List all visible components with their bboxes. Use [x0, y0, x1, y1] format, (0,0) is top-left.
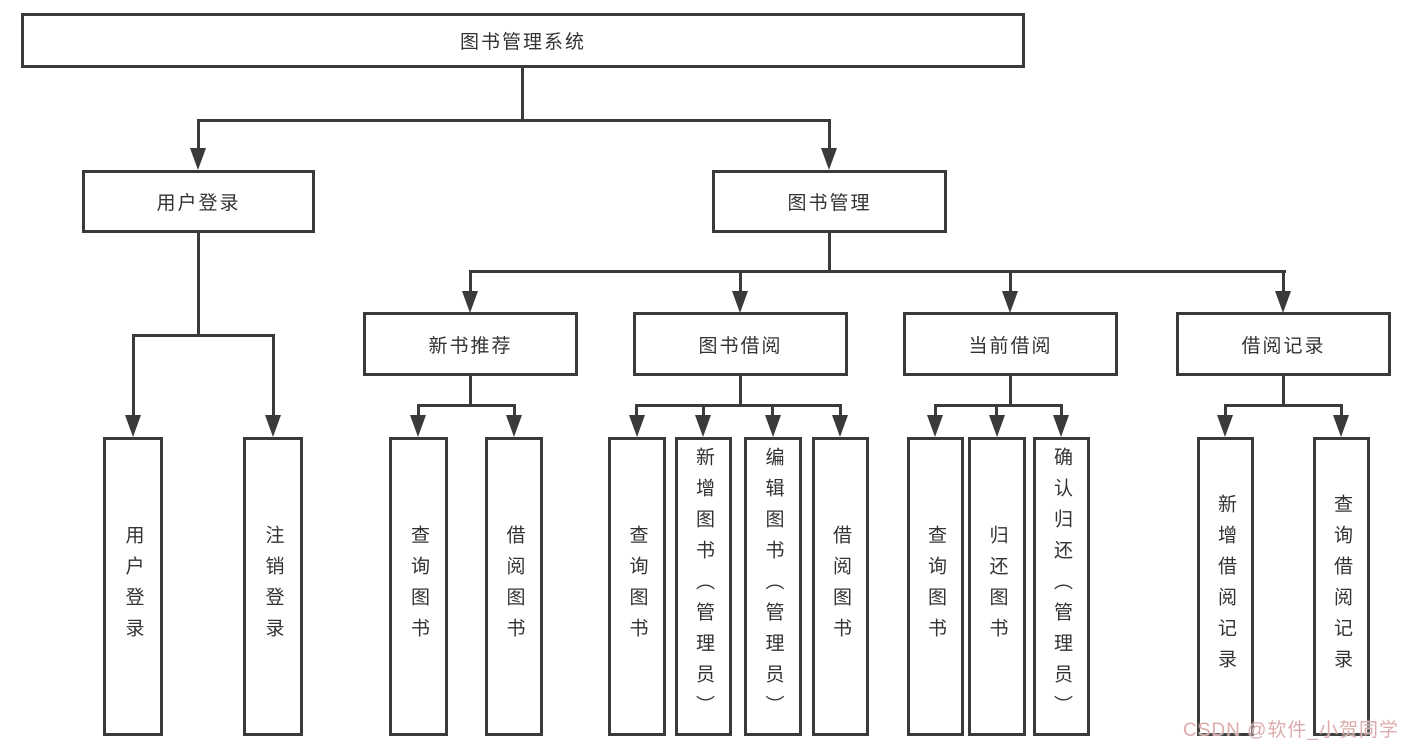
node-new-books: 新书推荐 [363, 312, 578, 376]
edge-stub-leaf [272, 334, 275, 418]
edge-book-borrow-horizontal [635, 404, 842, 407]
edge-level1-horizontal [197, 119, 831, 122]
edge-stub-book-borrow [739, 270, 742, 294]
arrow-down-icon [927, 415, 943, 437]
leaf-confirm-return-admin-label: 确认归还（管理员） [1051, 447, 1072, 726]
node-borrow-records-label: 借阅记录 [1241, 335, 1326, 357]
node-new-books-label: 新书推荐 [428, 335, 513, 357]
edge-stub-leaf [839, 404, 842, 418]
arrow-down-icon [695, 415, 711, 437]
arrow-down-icon [1217, 415, 1233, 437]
edge-user-login-vertical [197, 233, 200, 337]
node-current-borrow-label: 当前借阅 [968, 335, 1053, 357]
leaf-borrow-books-2-label: 借阅图书 [830, 524, 851, 649]
leaf-query-books-2-label: 查询图书 [626, 524, 648, 649]
arrow-down-icon [821, 148, 837, 170]
edge-new-books-horizontal [417, 404, 516, 407]
leaf-borrow-books-1: 借阅图书 [485, 437, 543, 736]
node-user-login-label: 用户登录 [156, 193, 241, 214]
leaf-query-borrow-record: 查询借阅记录 [1313, 437, 1370, 736]
node-user-login: 用户登录 [82, 170, 315, 233]
csdn-watermark: CSDN @软件_小贺同学 [1183, 720, 1399, 741]
arrow-down-icon [765, 415, 781, 437]
edge-book-borrow-vertical [739, 376, 742, 406]
leaf-query-books-1: 查询图书 [389, 437, 448, 736]
leaf-logout-label: 注销登录 [262, 524, 284, 649]
leaf-logout: 注销登录 [243, 437, 303, 736]
arrow-down-icon [832, 415, 848, 437]
leaf-add-books-admin-label: 新增图书（管理员） [693, 447, 714, 726]
edge-stub-new-books [469, 270, 472, 294]
arrow-down-icon [1275, 291, 1291, 313]
edge-stub-leaf [934, 404, 937, 418]
node-book-mgmt: 图书管理 [712, 170, 947, 233]
edge-current-borrow-horizontal [934, 404, 1063, 407]
edge-stub-leaf [1340, 404, 1343, 418]
edge-borrow-records-horizontal [1224, 404, 1343, 407]
leaf-query-books-3: 查询图书 [907, 437, 964, 736]
edge-stub-leaf [771, 404, 774, 418]
leaf-confirm-return-admin: 确认归还（管理员） [1033, 437, 1090, 736]
arrow-down-icon [410, 415, 426, 437]
leaf-return-books-label: 归还图书 [986, 524, 1008, 649]
edge-book-mgmt-vertical [828, 233, 831, 273]
edge-user-login-horizontal [132, 334, 275, 337]
leaf-borrow-books-1-label: 借阅图书 [503, 524, 525, 649]
edge-stub-leaf [702, 404, 705, 418]
arrow-down-icon [506, 415, 522, 437]
edge-stub-leaf [995, 404, 998, 418]
node-root-label: 图书管理系统 [459, 32, 586, 53]
node-root: 图书管理系统 [21, 13, 1025, 68]
leaf-query-books-2: 查询图书 [608, 437, 666, 736]
leaf-borrow-books-2: 借阅图书 [812, 437, 869, 736]
leaf-add-books-admin: 新增图书（管理员） [675, 437, 732, 736]
edge-stub-leaf [635, 404, 638, 418]
leaf-add-borrow-record-label: 新增借阅记录 [1215, 493, 1236, 680]
leaf-query-borrow-record-label: 查询借阅记录 [1331, 493, 1352, 680]
arrow-down-icon [989, 415, 1005, 437]
arrow-down-icon [1333, 415, 1349, 437]
leaf-query-books-1-label: 查询图书 [408, 524, 429, 649]
arrow-down-icon [1053, 415, 1069, 437]
edge-stub-leaf [417, 404, 420, 418]
node-book-mgmt-label: 图书管理 [787, 193, 872, 214]
edge-stub-book-mgmt [828, 119, 831, 151]
leaf-edit-books-admin-label: 编辑图书（管理员） [762, 447, 784, 726]
arrow-down-icon [462, 291, 478, 313]
edge-level3-horizontal [469, 270, 1286, 273]
leaf-edit-books-admin: 编辑图书（管理员） [744, 437, 802, 736]
node-current-borrow: 当前借阅 [903, 312, 1118, 376]
arrow-down-icon [265, 415, 281, 437]
arrow-down-icon [629, 415, 645, 437]
edge-stub-borrow-records [1282, 270, 1285, 294]
leaf-return-books: 归还图书 [968, 437, 1026, 736]
leaf-user-login: 用户登录 [103, 437, 163, 736]
edge-borrow-records-vertical [1282, 376, 1285, 406]
edge-new-books-vertical [469, 376, 472, 406]
arrow-down-icon [190, 148, 206, 170]
edge-current-borrow-vertical [1009, 376, 1012, 406]
node-book-borrow: 图书借阅 [633, 312, 848, 376]
arrow-down-icon [125, 415, 141, 437]
edge-root-vertical [521, 68, 524, 122]
node-borrow-records: 借阅记录 [1176, 312, 1391, 376]
edge-stub-leaf [1060, 404, 1063, 418]
node-book-borrow-label: 图书借阅 [698, 335, 783, 357]
edge-stub-leaf [513, 404, 516, 418]
edge-stub-leaf [132, 334, 135, 418]
leaf-query-books-3-label: 查询图书 [925, 524, 946, 649]
arrow-down-icon [732, 291, 748, 313]
arrow-down-icon [1002, 291, 1018, 313]
edge-stub-current-borrow [1009, 270, 1012, 294]
leaf-add-borrow-record: 新增借阅记录 [1197, 437, 1254, 736]
edge-stub-leaf [1224, 404, 1227, 418]
edge-stub-user-login [197, 119, 200, 151]
leaf-user-login-label: 用户登录 [122, 524, 144, 649]
